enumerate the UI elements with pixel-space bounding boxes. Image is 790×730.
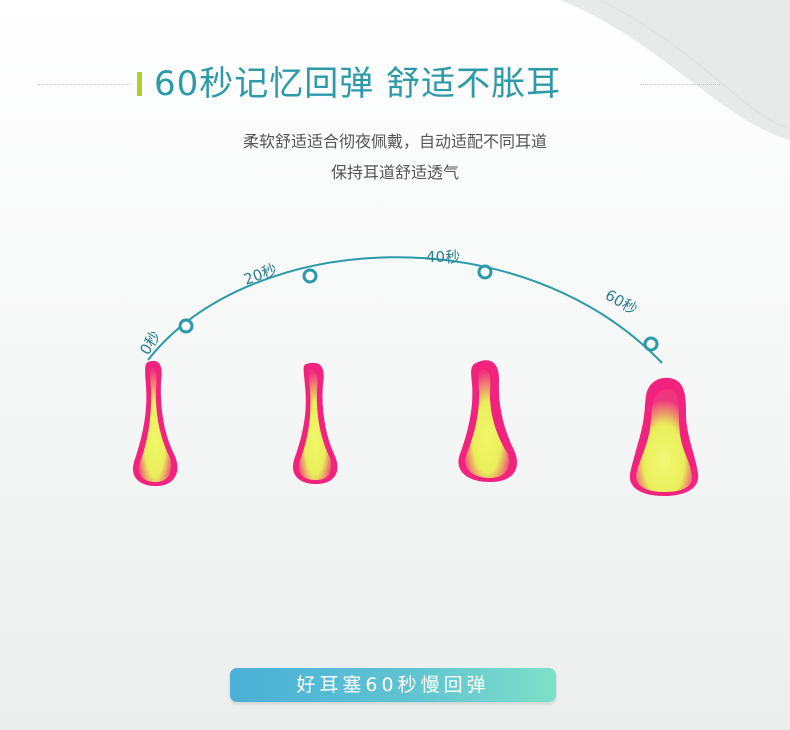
subtitle-line-1: 柔软舒适适合彻夜佩戴，自动适配不同耳道: [242, 132, 547, 151]
timeline-label-20: 20秒: [241, 260, 279, 289]
rebound-badge: 好耳塞60秒慢回弹: [230, 668, 556, 702]
timeline-label-0: 0秒: [136, 328, 164, 358]
timeline-node-0: [178, 318, 194, 334]
earplug-0s: [132, 360, 178, 486]
timeline-node-20: [302, 268, 318, 284]
timeline-label-40: 40秒: [426, 248, 460, 266]
title-accent-bar: [137, 72, 142, 96]
subtitle-line-2: 保持耳道舒适透气: [330, 163, 459, 182]
timeline-label-60: 60秒: [602, 286, 641, 319]
earplug-60s: [629, 377, 699, 496]
timeline-arc: [147, 256, 663, 364]
title-row: 60秒记忆回弹 舒适不胀耳: [0, 62, 790, 112]
earplug-20s: [292, 362, 338, 484]
timeline-node-60: [643, 336, 659, 352]
title-divider-left: [38, 84, 130, 85]
page-title: 60秒记忆回弹 舒适不胀耳: [154, 64, 562, 104]
rebound-badge-label: 好耳塞60秒慢回弹: [296, 674, 490, 696]
earplug-40s: [458, 360, 517, 482]
timeline-node-40: [477, 264, 493, 280]
title-divider-right: [640, 84, 720, 85]
